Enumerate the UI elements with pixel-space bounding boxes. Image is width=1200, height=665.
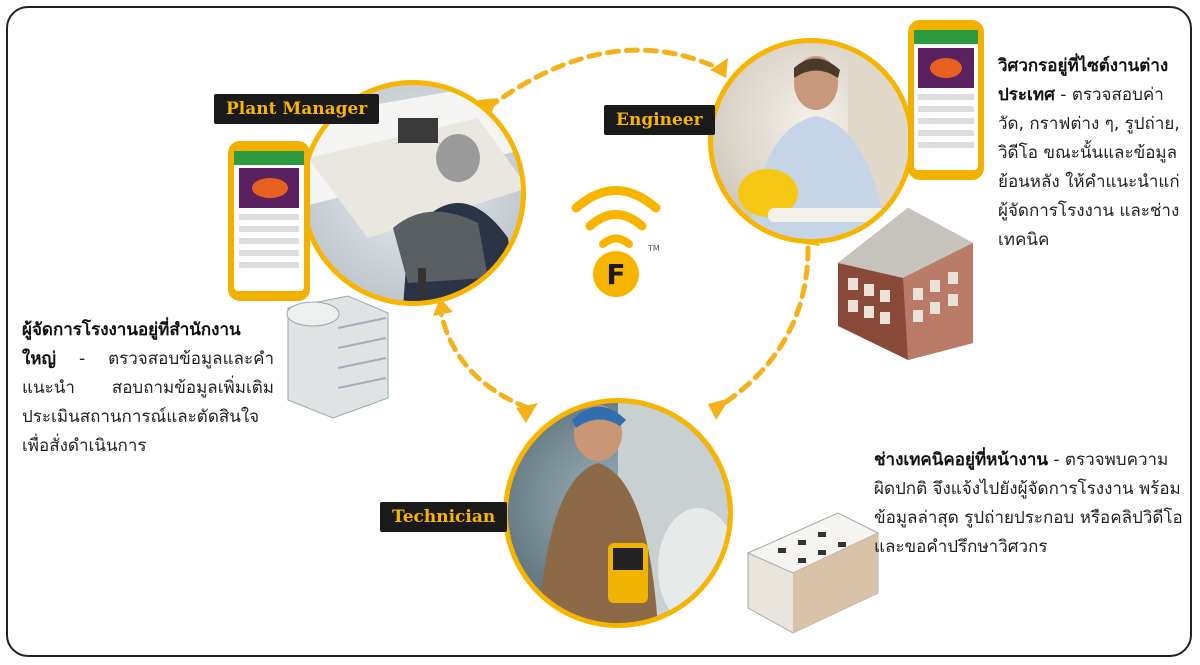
technician-photo [503, 398, 733, 628]
arrowhead-icon [433, 298, 453, 316]
role-label-engineer: Engineer [604, 105, 715, 135]
logo-letter: F [606, 258, 625, 291]
arrowhead-icon [710, 58, 728, 78]
technician-description: ช่างเทคนิคอยู่ที่หน้างาน - ตรวจพบความผิด… [874, 446, 1188, 562]
workflow-diagram: F TM [228, 20, 984, 634]
diagram-frame: F TM [6, 6, 1192, 657]
plant-manager-lead: ผู้จัดการโรงงานอยู่ที่สำนักงานใหญ่ [22, 320, 241, 369]
arrow-pm-engineer [485, 47, 721, 111]
wifi-arc-icon [599, 234, 633, 248]
engineer-lead: วิศวกรอยู่ที่ไซต์งานต่างประเทศ [998, 56, 1169, 105]
role-label-technician: Technician [380, 502, 508, 532]
arrowhead-icon [478, 98, 498, 116]
office-building-icon [838, 208, 973, 360]
headquarters-building-icon [286, 295, 389, 419]
plant-manager-phone [228, 141, 310, 301]
plant-manager-photo [300, 80, 526, 306]
factory-building-icon [746, 512, 880, 634]
arrow-technician-pm [437, 305, 531, 411]
arrowhead-icon [708, 398, 730, 420]
arrowhead-icon [516, 403, 538, 423]
arrow-engineer-technician [717, 245, 811, 409]
logo-trademark: TM [647, 244, 660, 253]
wifi-arc-icon [571, 186, 661, 213]
technician-body: - ตรวจพบความผิดปกติ จึงแจ้งไปยังผู้จัดกา… [874, 450, 1183, 557]
plant-manager-description: ผู้จัดการโรงงานอยู่ที่สำนักงานใหญ่ - ตรว… [22, 316, 274, 461]
wifi-arc-icon [585, 210, 647, 231]
technician-lead: ช่างเทคนิคอยู่ที่หน้างาน [874, 450, 1048, 470]
engineer-description: วิศวกรอยู่ที่ไซต์งานต่างประเทศ - ตรวจสอบ… [998, 52, 1188, 255]
plant-manager-body: - ตรวจสอบข้อมูลและคำแนะนำ สอบถามข้อมูลเพ… [22, 349, 274, 456]
engineer-body: - ตรวจสอบค่าวัด, กราฟต่าง ๆ, รูปถ่าย, วิ… [998, 85, 1180, 250]
fluke-connect-logo: F TM [571, 186, 661, 297]
role-label-plant-manager: Plant Manager [214, 94, 380, 124]
engineer-phone [908, 20, 984, 180]
connection-arrows [437, 47, 811, 411]
engineer-photo [708, 38, 914, 244]
